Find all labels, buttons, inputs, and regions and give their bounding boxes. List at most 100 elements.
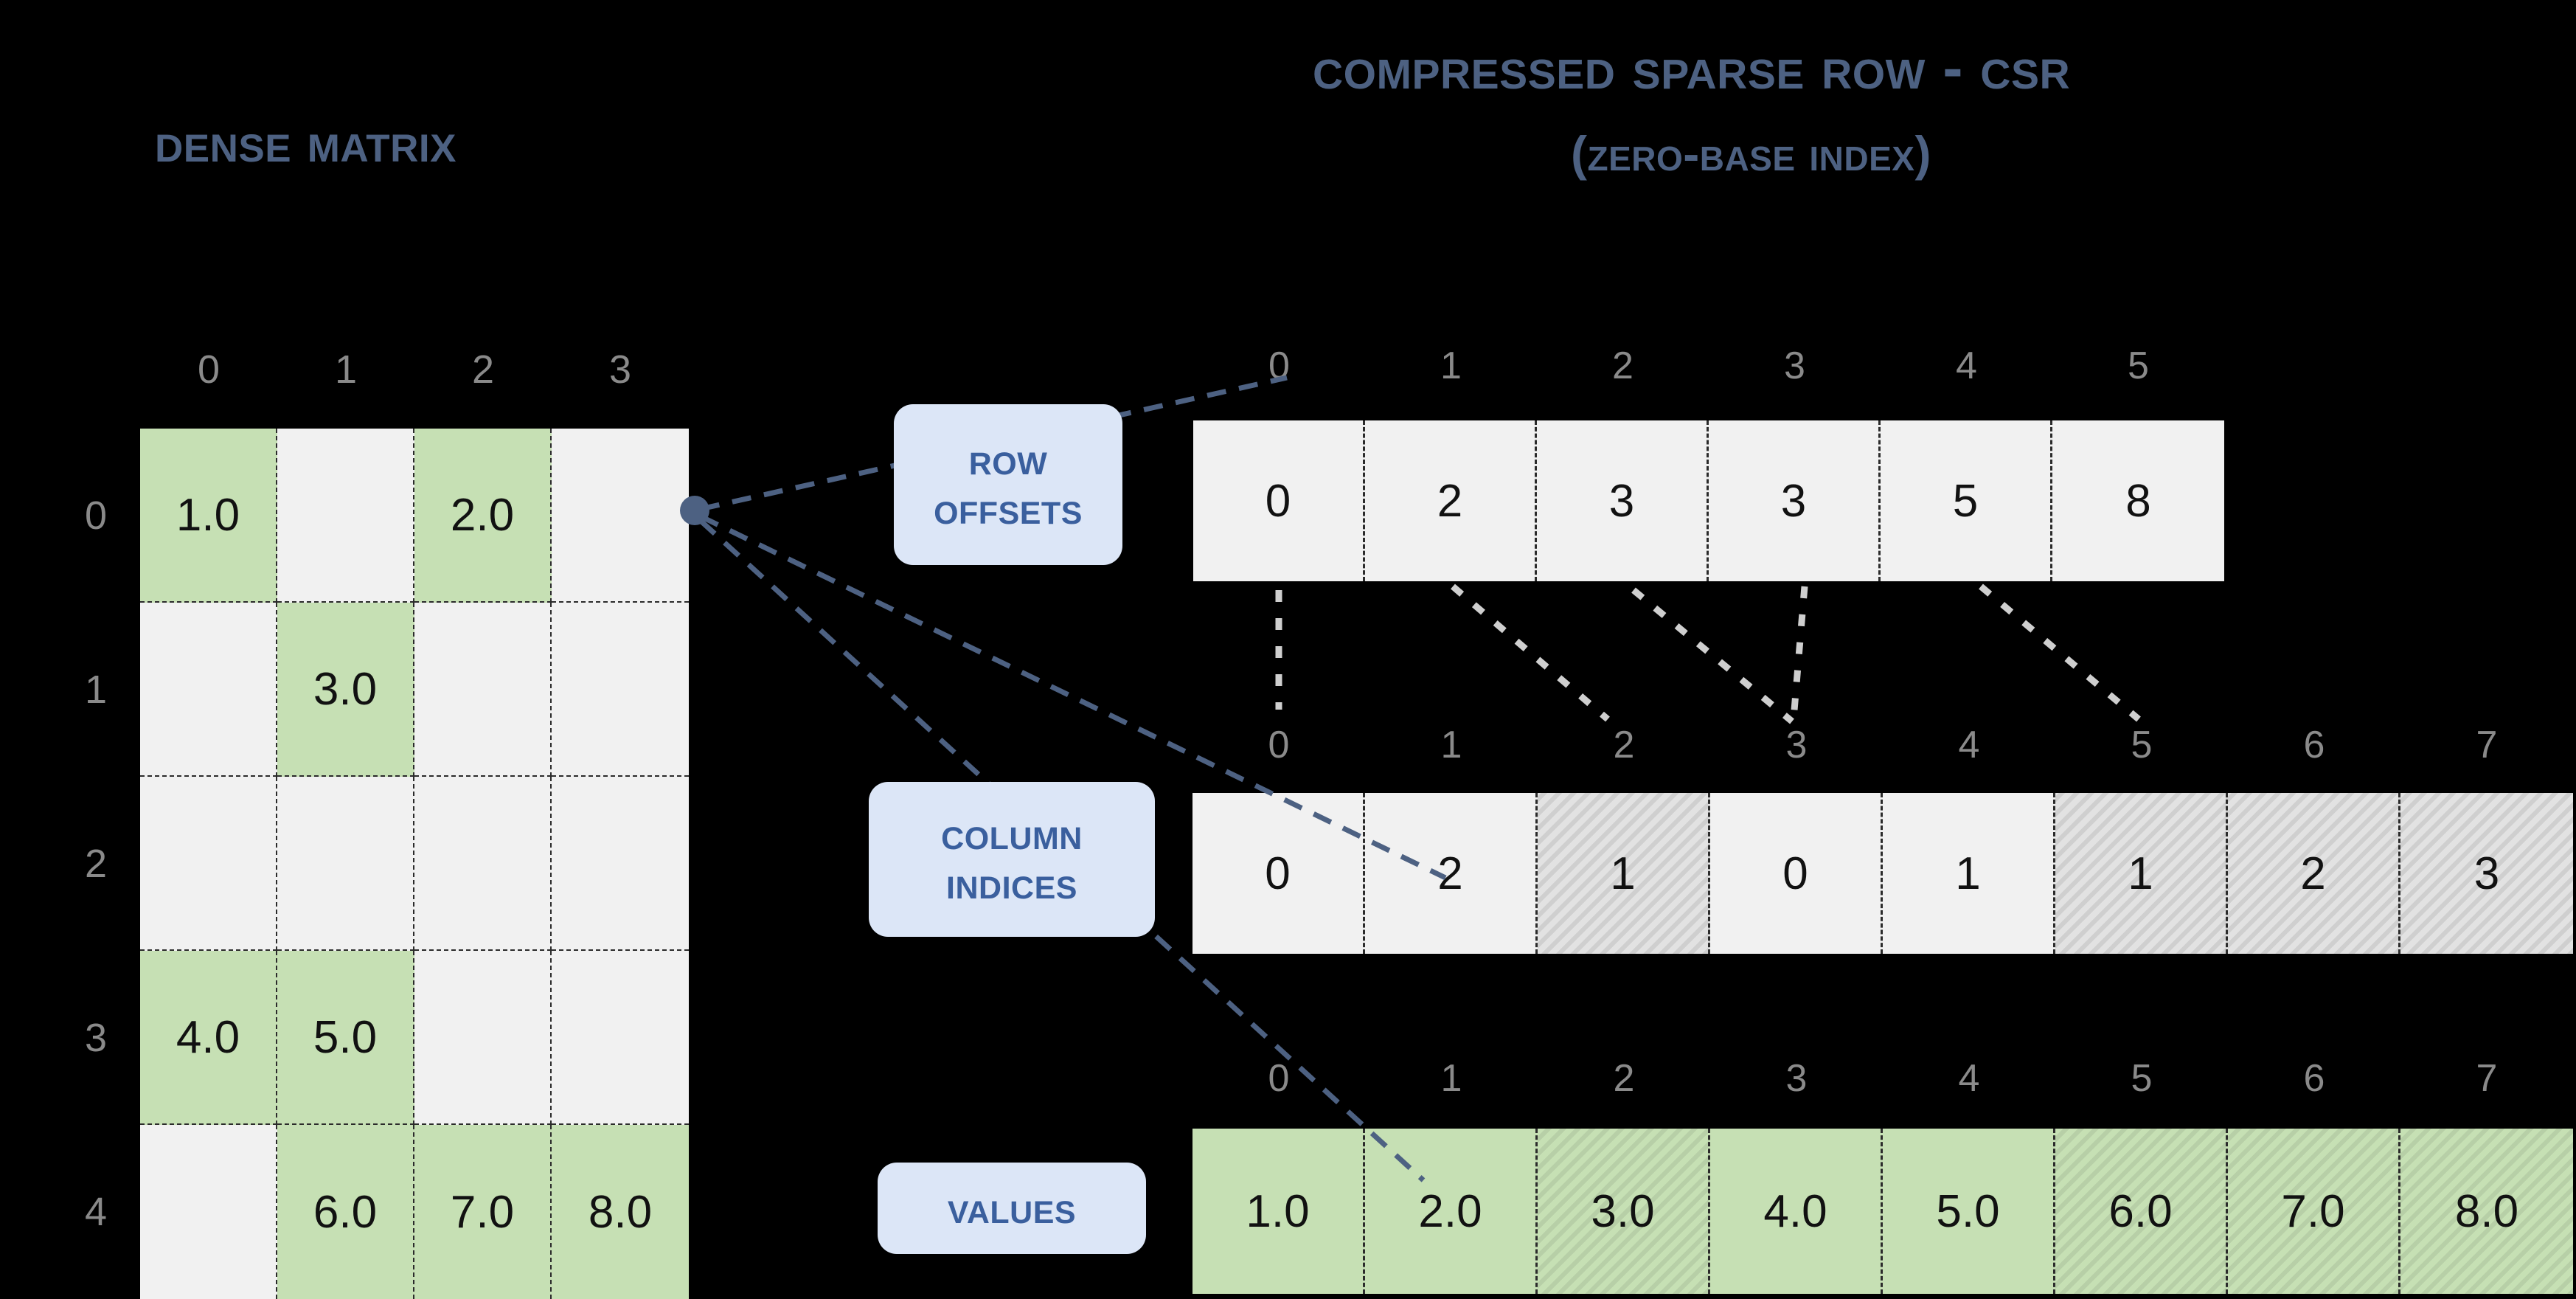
values-cell-0[interactable]: 1.0	[1192, 1129, 1365, 1294]
column-indices-cell-5[interactable]: 1	[2055, 793, 2228, 954]
values-cell-5[interactable]: 6.0	[2055, 1129, 2228, 1294]
matrix-cell-0-3[interactable]	[552, 429, 689, 603]
column-indices-index-0: 0	[1268, 724, 1290, 766]
row-offsets-label-line1: Row	[968, 434, 1048, 485]
row-offsets-cell-2[interactable]: 3	[1537, 420, 1709, 581]
row-offsets-index-4: 4	[1956, 344, 1977, 387]
matrix-cell-0-1[interactable]	[277, 429, 414, 603]
values-cell-2[interactable]: 3.0	[1538, 1129, 1710, 1294]
column-indices-index-2: 2	[1613, 724, 1635, 766]
matrix-cell-4-0[interactable]	[140, 1125, 277, 1299]
values-cell-7[interactable]: 8.0	[2400, 1129, 2573, 1294]
matrix-cell-3-2[interactable]	[414, 951, 552, 1125]
row-offsets-index-0: 0	[1268, 344, 1290, 387]
link-offset4-to-index5	[1979, 583, 2141, 722]
column-indices-label: Column Indices	[869, 782, 1155, 937]
matrix-row: 3.0	[140, 603, 689, 777]
values-cell-3[interactable]: 4.0	[1710, 1129, 1883, 1294]
values-cell-6[interactable]: 7.0	[2228, 1129, 2400, 1294]
row-offsets-label: Row Offsets	[894, 404, 1122, 565]
row-offsets-cell-5[interactable]: 8	[2052, 420, 2224, 581]
column-indices-index-4: 4	[1958, 724, 1980, 766]
row-offsets-cell-4[interactable]: 5	[1881, 420, 2052, 581]
matrix-cell-1-1[interactable]: 3.0	[277, 603, 414, 777]
column-indices-index-7: 7	[2476, 724, 2498, 766]
matrix-row-header-1: 1	[84, 668, 108, 712]
row-offsets-index-3: 3	[1784, 344, 1805, 387]
matrix-cell-3-3[interactable]	[552, 951, 689, 1125]
values-label: Values	[878, 1163, 1146, 1254]
column-indices-cell-7[interactable]: 3	[2400, 793, 2573, 954]
matrix-row-header-0: 0	[84, 493, 108, 538]
row-offsets-cell-1[interactable]: 2	[1365, 420, 1537, 581]
values-index-5: 5	[2131, 1057, 2153, 1100]
link-offset1-to-index2	[1451, 583, 1610, 722]
column-indices-index-5: 5	[2131, 724, 2153, 766]
matrix-cell-1-0[interactable]	[140, 603, 277, 777]
values-index-2: 2	[1613, 1057, 1635, 1100]
matrix-row: 1.0 2.0	[140, 429, 689, 603]
matrix-cell-0-2[interactable]: 2.0	[414, 429, 552, 603]
matrix-row-header-2: 2	[84, 842, 108, 886]
matrix-cell-2-2[interactable]	[414, 777, 552, 951]
values-index-3: 3	[1785, 1057, 1808, 1100]
matrix-cell-2-1[interactable]	[277, 777, 414, 951]
matrix-cell-4-3[interactable]: 8.0	[552, 1125, 689, 1299]
values-index-1: 1	[1440, 1057, 1462, 1100]
row-offsets-index-5: 5	[2128, 344, 2149, 387]
link-offset3-to-index3	[1790, 586, 1808, 720]
column-indices-index-3: 3	[1785, 724, 1808, 766]
values-cell-4[interactable]: 5.0	[1883, 1129, 2055, 1294]
matrix-cell-4-2[interactable]: 7.0	[414, 1125, 552, 1299]
matrix-col-header-3: 3	[608, 347, 632, 392]
matrix-cell-2-0[interactable]	[140, 777, 277, 951]
row-offsets-cell-0[interactable]: 0	[1193, 420, 1365, 581]
column-indices-label-line2: Indices	[946, 858, 1077, 909]
values-index-0: 0	[1268, 1057, 1290, 1100]
matrix-row	[140, 777, 689, 951]
dense-matrix-title: Dense Matrix	[155, 111, 456, 174]
column-indices-cell-2[interactable]: 1	[1538, 793, 1710, 954]
column-indices-index-row: 0 1 2 3 4 5 6 7	[1192, 723, 2573, 767]
matrix-cell-1-2[interactable]	[414, 603, 552, 777]
row-offsets-index-2: 2	[1612, 344, 1634, 387]
matrix-row-header-3: 3	[84, 1016, 108, 1060]
column-indices-cell-1[interactable]: 2	[1365, 793, 1538, 954]
values-cell-1[interactable]: 2.0	[1365, 1129, 1538, 1294]
matrix-row-headers: 0 1 2 3 4	[74, 429, 118, 1299]
row-offsets-cell-3[interactable]: 3	[1709, 420, 1881, 581]
row-offsets-index-1: 1	[1440, 344, 1462, 387]
matrix-cell-4-1[interactable]: 6.0	[277, 1125, 414, 1299]
matrix-cell-0-0[interactable]: 1.0	[140, 429, 277, 603]
link-offset2-to-index3	[1631, 587, 1794, 724]
matrix-col-header-1: 1	[334, 347, 358, 392]
matrix-cell-2-3[interactable]	[552, 777, 689, 951]
column-indices-index-6: 6	[2303, 724, 2325, 766]
matrix-row-header-4: 4	[84, 1190, 108, 1234]
csr-title: Compressed Sparse Row - CSR	[1313, 35, 2071, 102]
matrix-cell-3-1[interactable]: 5.0	[277, 951, 414, 1125]
matrix-col-header-0: 0	[197, 347, 221, 392]
column-indices-cell-3[interactable]: 0	[1710, 793, 1883, 954]
row-offsets-index-row: 0 1 2 3 4 5	[1193, 344, 2224, 388]
column-indices-cell-4[interactable]: 1	[1883, 793, 2055, 954]
column-indices-cell-6[interactable]: 2	[2228, 793, 2400, 954]
matrix-cell-3-0[interactable]: 4.0	[140, 951, 277, 1125]
matrix-col-header-2: 2	[471, 347, 495, 392]
row-offsets-label-line2: Offsets	[934, 483, 1083, 534]
values-index-4: 4	[1958, 1057, 1980, 1100]
column-indices-label-line1: Column	[941, 808, 1083, 860]
matrix-cell-1-3[interactable]	[552, 603, 689, 777]
matrix-column-headers: 0 1 2 3	[140, 347, 689, 392]
column-indices-cell-0[interactable]: 0	[1192, 793, 1365, 954]
csr-subtitle: (zero-base index)	[1571, 126, 1931, 181]
column-indices-index-1: 1	[1440, 724, 1462, 766]
anchor-dot-icon	[680, 496, 709, 525]
